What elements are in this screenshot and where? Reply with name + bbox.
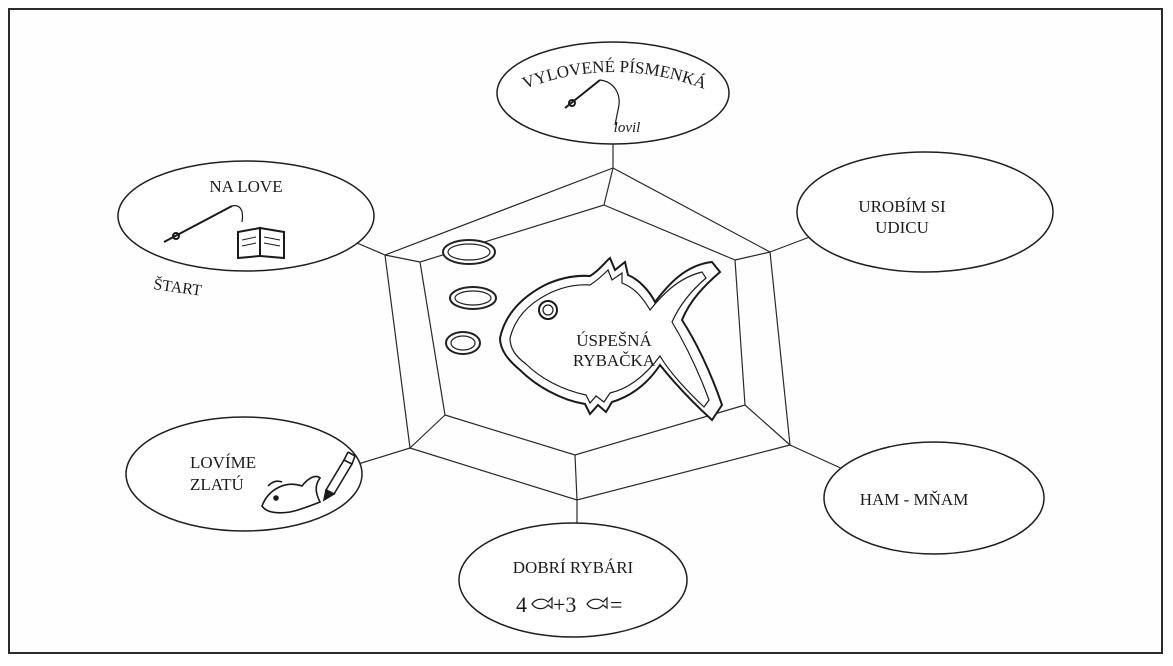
bubble-bottom-left [125,416,363,532]
bubble-bottom-right [823,441,1045,555]
water-bubble-1-inner [447,243,491,261]
pencil-icon [322,451,356,502]
equation-equals: = [610,592,622,617]
equation-number-a: 4 [516,592,527,617]
water-bubble-2 [449,286,497,310]
small-fish-icon [531,596,553,610]
equation: 4 +3 = [516,592,622,617]
equation-number-b: +3 [553,592,576,617]
bubble-top-right [796,151,1054,273]
connector-bottom-right [789,444,846,471]
small-fish-icon [586,596,608,610]
fish-icon [261,475,322,514]
connector-bottom-left [354,447,411,466]
spoke-5 [409,414,446,449]
fish-icon [498,256,724,422]
bubble-bottom-right-label: HAM - MŇAM [860,490,969,509]
bubble-bottom-left-line2: ZLATÚ [190,475,244,494]
bubble-top [496,41,730,145]
bubble-bottom-label: DOBRÍ RYBÁRI [513,558,634,577]
fishing-rod-icon [163,205,244,243]
spoke-6 [384,254,421,263]
center-label-line1: ÚSPEŠNÁ [576,331,652,350]
spoke-1 [603,167,614,206]
book-icon [237,226,285,260]
spoke-2 [734,251,771,261]
fishing-rod-icon [564,79,620,126]
connector-top-right [769,234,816,253]
start-label: ŠTART [152,274,203,300]
spoke-4 [574,454,578,501]
bubble-bottom-left-line1: LOVÍME [190,453,256,472]
bubble-top-right-line2: UDICU [875,218,929,237]
bubble-top-left-label: NA LOVE [209,177,282,196]
spoke-3 [744,404,791,446]
bubble-top-sublabel: lovil [614,120,641,136]
bubble-top-right-line1: UROBÍM SI [858,197,946,216]
bubble-bottom [458,522,688,638]
water-bubble-3-inner [450,335,476,351]
water-bubble-2-inner [454,290,492,306]
center-label-line2: RYBAČKA [573,351,656,370]
bubble-top-left [117,160,375,272]
